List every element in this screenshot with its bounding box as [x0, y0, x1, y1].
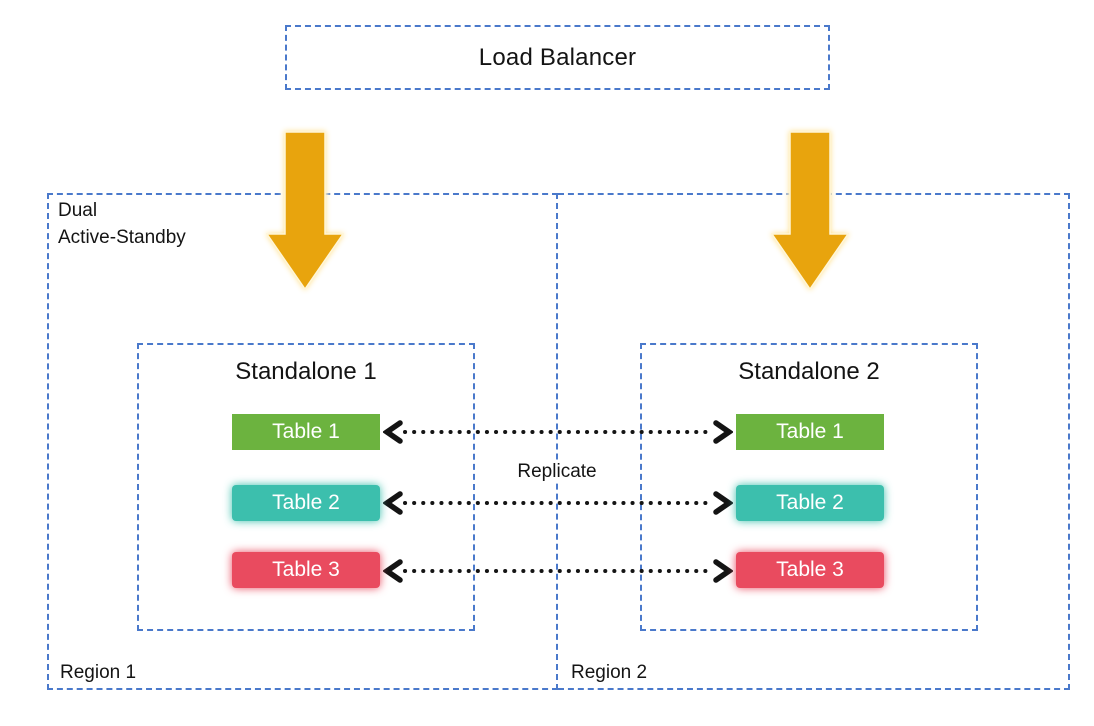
table-chip: Table 1: [232, 414, 380, 450]
table-chip: Table 3: [736, 552, 884, 588]
table-chip: Table 2: [736, 485, 884, 521]
table-label: Table 1: [272, 420, 340, 443]
load-balancer-label: Load Balancer: [478, 43, 637, 71]
table-chip: Table 1: [736, 414, 884, 450]
dual-label-line1: Dual: [58, 200, 98, 221]
dual-label-line2: Active-Standby: [58, 227, 186, 248]
down-arrow-icon: [266, 131, 344, 291]
dual-active-standby-label: Dual Active-Standby: [58, 197, 186, 251]
replication-arrow-icon: [383, 420, 733, 444]
region-2-label: Region 2: [571, 662, 648, 683]
table-label: Table 3: [272, 558, 340, 581]
region-1-label: Region 1: [60, 662, 137, 683]
replicate-label: Replicate: [513, 461, 601, 483]
down-arrow-icon: [771, 131, 849, 291]
load-balancer-box: Load Balancer: [285, 25, 830, 90]
table-chip: Table 3: [232, 552, 380, 588]
replication-arrow-icon: [383, 491, 733, 515]
table-label: Table 3: [776, 558, 844, 581]
replication-arrow-icon: [383, 559, 733, 583]
standalone-1-title: Standalone 1: [235, 358, 377, 385]
table-label: Table 2: [776, 491, 844, 514]
standalone-2-title: Standalone 2: [738, 358, 880, 385]
table-label: Table 2: [272, 491, 340, 514]
standalone-1-box: Standalone 1: [137, 343, 475, 631]
standalone-2-box: Standalone 2: [640, 343, 978, 631]
table-chip: Table 2: [232, 485, 380, 521]
table-label: Table 1: [776, 420, 844, 443]
